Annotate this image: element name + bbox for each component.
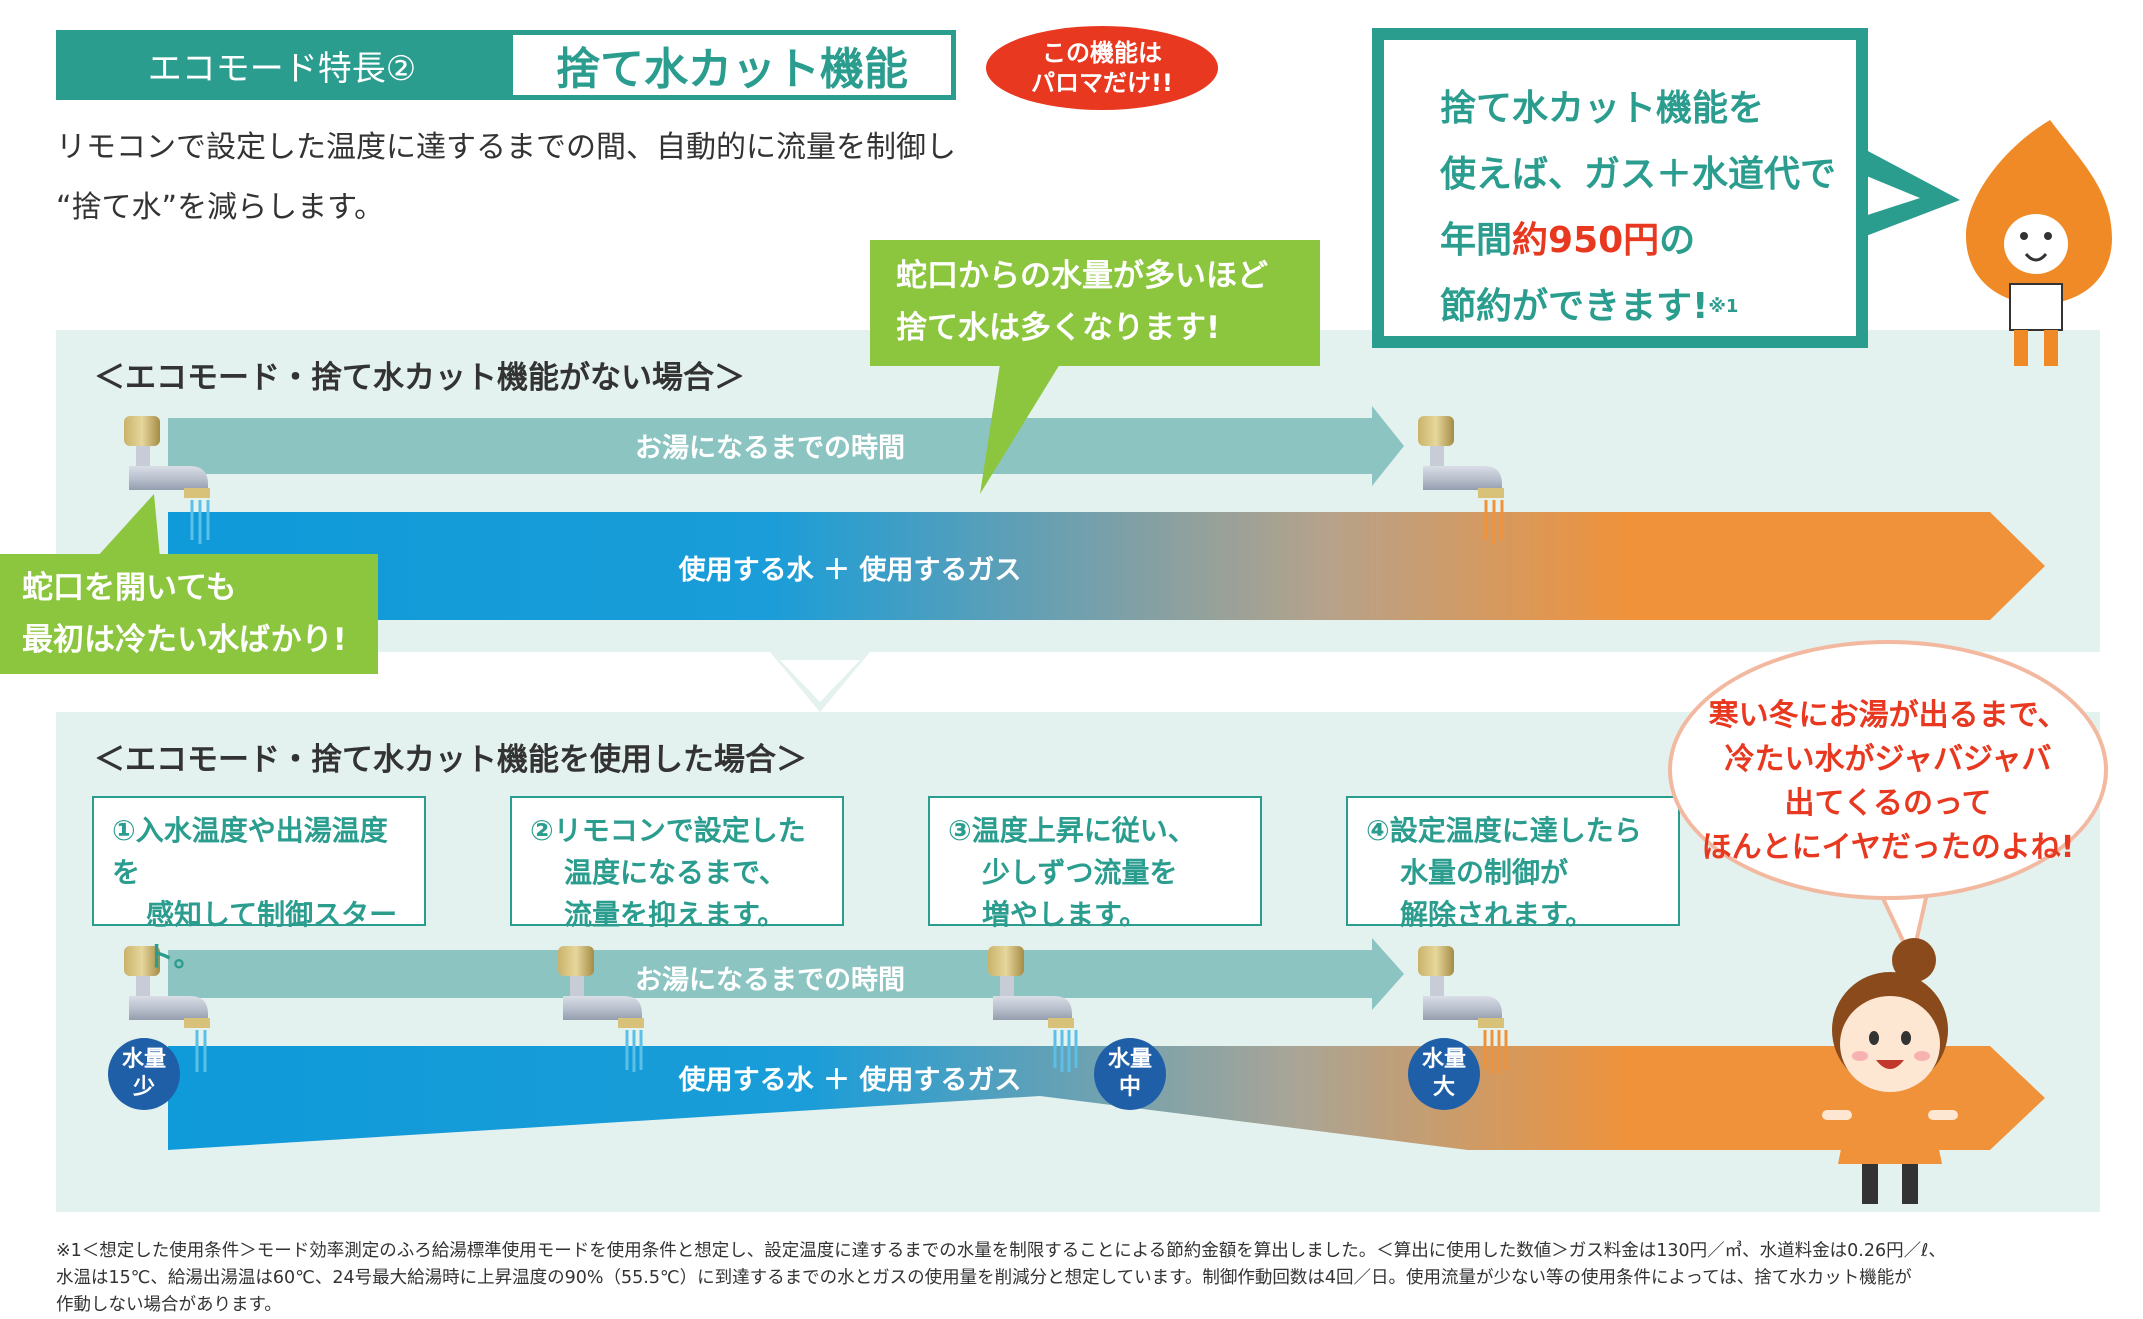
savings-callout	[1372, 28, 1868, 348]
callout-line-2: 使えば、ガス＋水道代で	[1440, 154, 1837, 195]
badge-line-1: この機能は	[1042, 39, 1162, 67]
flow-badge-high-bottom: 大	[1432, 1075, 1455, 1100]
green-bubble-top-line-2: 捨て水は多くなります!	[896, 310, 1221, 346]
step-1-line-2: 感知して制御スタート。	[146, 898, 398, 973]
green-bubble-left: 蛇口を開いても 最初は冷たい水ばかり!	[0, 554, 378, 674]
step-4-line-3: 解除されます。	[1400, 898, 1594, 931]
speech-line-1: 寒い冬にお湯が出るまで、	[1708, 698, 2068, 733]
main-bar-2-label: 使用する水 ＋ 使用するガス	[678, 1065, 1022, 1096]
time-arrow-1	[168, 406, 1404, 486]
paloma-only-badge: この機能は パロマだけ!!	[986, 26, 1218, 110]
step-3-box: ③温度上昇に従い、 少しずつ流量を 増やします。	[928, 796, 1262, 931]
savings-callout-text: 捨て水カット機能を 使えば、ガス＋水道代で 年間約950円の 節約ができます!※…	[1440, 76, 1860, 340]
footnote-line-2: 水温は15℃、給湯出湯温は60℃、24号最大給湯時に上昇温度の90%（55.5℃…	[56, 1268, 1912, 1288]
speech-bubble	[1668, 640, 2108, 900]
faucet-hot-1	[1418, 416, 1504, 544]
feature-title: 捨て水カット機能	[508, 30, 956, 100]
faucet-cold-1	[124, 416, 210, 544]
feature-label: エコモード特長②	[56, 30, 508, 100]
step-2-line-3: 流量を抑えます。	[564, 898, 786, 931]
green-bubble-left-line-1: 蛇口を開いても	[22, 570, 237, 606]
time-arrow-1-label: お湯になるまでの時間	[635, 433, 905, 464]
woman-character-icon	[1822, 938, 1958, 1204]
time-arrow-2-label: お湯になるまでの時間	[635, 965, 905, 996]
callout-line-3-post: の	[1659, 220, 1696, 261]
step-3-line-2: 少しずつ流量を	[982, 856, 1178, 889]
faucet-2c	[988, 946, 1078, 1072]
speech-bubble-text: 寒い冬にお湯が出るまで、 冷たい水がジャバジャバ 出てくるのって ほんとにイヤだ…	[1680, 694, 2096, 870]
badge-line-2: パロマだけ!!	[1031, 69, 1173, 97]
speech-line-4: ほんとにイヤだったのよね!	[1701, 830, 2075, 865]
step-2-line-2: 温度になるまで、	[564, 856, 787, 889]
intro-text: リモコンで設定した温度に達するまでの間、自動的に流量を制御し “捨て水”を減らし…	[56, 118, 1016, 238]
intro-line-2: “捨て水”を減らします。	[56, 190, 385, 225]
green-bubble-top-tail	[980, 364, 1060, 494]
intro-line-1: リモコンで設定した温度に達するまでの間、自動的に流量を制御し	[56, 130, 956, 165]
time-arrow-2	[168, 938, 1404, 1010]
speech-line-2: 冷たい水がジャバジャバ	[1724, 742, 2052, 777]
flow-badge-high-top: 水量	[1421, 1047, 1466, 1072]
footnote: ※1＜想定した使用条件＞モード効率測定のふろ給湯標準使用モードを使用条件と想定し…	[56, 1238, 2096, 1319]
step-4-line-2: 水量の制御が	[1400, 856, 1569, 889]
callout-footnote-mark: ※1	[1708, 296, 1739, 317]
green-bubble-top-line-1: 蛇口からの水量が多いほど	[896, 258, 1268, 294]
callout-tail	[1866, 150, 1960, 236]
step-2-line-1: ②リモコンで設定した	[530, 814, 806, 847]
green-bubble-left-tail	[96, 494, 160, 558]
callout-line-4: 節約ができます!※1	[1440, 274, 1860, 340]
speech-line-3: 出てくるのって	[1784, 786, 1992, 821]
callout-tail-inner	[1852, 170, 1920, 220]
flow-badge-low: 水量 少	[108, 1038, 180, 1110]
flow-badge-low-bottom: 少	[132, 1075, 155, 1100]
callout-line-3-pre: 年間	[1440, 220, 1513, 261]
footnote-line-1: ※1＜想定した使用条件＞モード効率測定のふろ給湯標準使用モードを使用条件と想定し…	[56, 1241, 1946, 1261]
step-4-box: ④設定温度に達したら 水量の制御が 解除されます。	[1346, 796, 1680, 931]
flow-badge-medium-bottom: 中	[1118, 1075, 1141, 1100]
panel-connector-arrow-inner	[780, 660, 860, 702]
section-1-title: ＜エコモード・捨て水カット機能がない場合＞	[94, 360, 745, 396]
section-2-title: ＜エコモード・捨て水カット機能を使用した場合＞	[94, 742, 807, 778]
green-bubble-left-line-2: 最初は冷たい水ばかり!	[22, 622, 347, 658]
footnote-line-3: 作動しない場合があります。	[56, 1295, 282, 1315]
step-1-box: ①入水温度や出湯温度を 感知して制御スタート。	[92, 796, 426, 973]
callout-line-3: 年間約950円の	[1440, 208, 1860, 274]
callout-line-1: 捨て水カット機能を	[1440, 88, 1765, 129]
faucet-2d	[1418, 946, 1508, 1074]
step-4-line-1: ④設定温度に達したら	[1366, 814, 1642, 847]
flow-badge-medium-top: 水量	[1107, 1047, 1152, 1072]
main-bar-1	[168, 512, 2045, 620]
callout-savings-amount: 約950円	[1512, 220, 1660, 261]
flow-badge-medium: 水量 中	[1094, 1038, 1166, 1110]
step-1-line-1: ①入水温度や出湯温度を	[112, 814, 388, 889]
faucet-2a	[124, 946, 210, 1072]
step-3-line-3: 増やします。	[982, 898, 1148, 931]
flow-badge-low-top: 水量	[121, 1047, 166, 1072]
callout-line-4-text: 節約ができます!	[1440, 286, 1709, 327]
step-3-line-1: ③温度上昇に従い、	[948, 814, 1196, 847]
step-2-box: ②リモコンで設定した 温度になるまで、 流量を抑えます。	[510, 796, 844, 931]
flow-badge-high: 水量 大	[1408, 1038, 1480, 1110]
flame-mascot-icon	[1966, 120, 2112, 366]
main-bar-1-label: 使用する水 ＋ 使用するガス	[678, 555, 1022, 586]
green-bubble-top: 蛇口からの水量が多いほど 捨て水は多くなります!	[870, 240, 1320, 366]
faucet-2b	[558, 946, 644, 1072]
